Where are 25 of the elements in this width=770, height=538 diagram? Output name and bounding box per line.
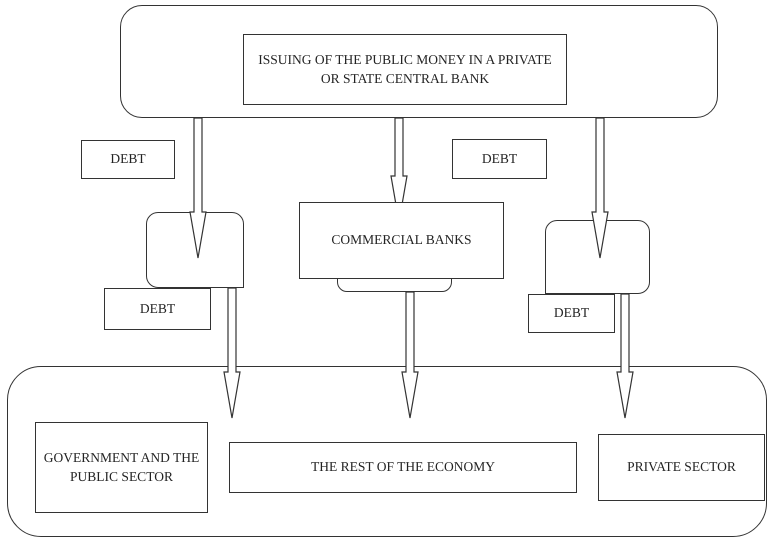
box-label: THE REST OF THE ECONOMY [310, 458, 496, 476]
block-arrow [591, 117, 609, 259]
text-box [452, 139, 547, 179]
box-label: GOVERNMENT AND THE PUBLIC SECTOR [42, 449, 200, 486]
box-label: ISSUING OF THE PUBLIC MONEY IN A PRIVATE OR STATE CENTRAL BANK [257, 51, 553, 88]
sector-box [243, 34, 567, 105]
block-arrow [401, 291, 419, 419]
text-box [104, 288, 211, 330]
box-label: DEBT [138, 300, 176, 318]
block-arrow [223, 287, 241, 419]
rounded-box [120, 5, 718, 118]
sector-box [229, 442, 577, 493]
sector-box [598, 434, 765, 501]
box-label: PRIVATE SECTOR [626, 458, 737, 476]
sector-box [35, 422, 208, 513]
box-label: DEBT [480, 150, 518, 168]
text-box [528, 294, 615, 333]
block-arrow [616, 293, 634, 419]
box-label: COMMERCIAL BANKS [330, 231, 473, 250]
rounded-box [7, 366, 767, 537]
box-label: DEBT [109, 150, 147, 168]
block-arrow [189, 117, 207, 259]
text-box [299, 202, 504, 279]
box-label: DEBT [552, 304, 590, 322]
text-box [81, 140, 175, 179]
